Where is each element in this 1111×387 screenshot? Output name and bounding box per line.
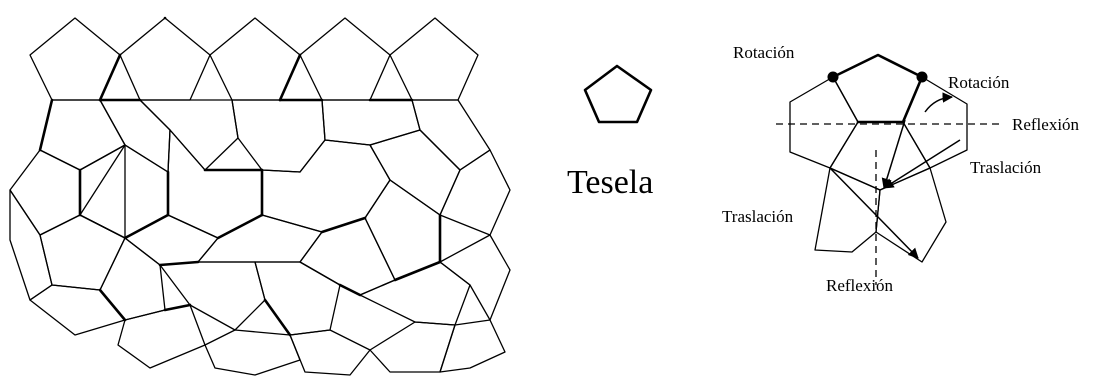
rotation-point-left: [827, 71, 839, 83]
tiling-lower-pentagon: [159, 261, 266, 331]
tiling-bold-edge: [98, 53, 122, 102]
tiling-lower-pentagon: [99, 237, 166, 321]
pentagon-lower-right: [875, 167, 947, 263]
bold-top-edge: [831, 53, 924, 79]
pentagon-tiling: [9, 16, 511, 376]
tiling-middle-pentagon: [99, 99, 171, 173]
tiling-bottom-pentagon: [117, 304, 206, 369]
tiling-bottom-pentagon: [289, 329, 371, 376]
translation-arrow-lower: [829, 167, 919, 259]
tiling-bold-edge: [320, 216, 367, 234]
transformation-diagram: Rotación Rotación Reflexión Traslación T…: [722, 43, 1080, 295]
tiling-middle-pentagon: [9, 149, 81, 236]
tiling-top-pentagon: [389, 17, 479, 101]
translation-arrow-diagonal: [881, 119, 906, 190]
tiling-top-pentagon: [119, 17, 211, 101]
tiling-bold-edge: [98, 288, 127, 322]
single-tile: Tesela: [567, 64, 653, 201]
label-rotacion-top: Rotación: [733, 43, 795, 62]
tiling-lower-pentagon: [39, 214, 126, 291]
tiling-middle-pentagon: [321, 99, 421, 146]
label-traslacion-right: Traslación: [970, 158, 1042, 177]
tiling-bold-edge: [123, 213, 170, 240]
tiling-bold-edge: [216, 213, 264, 240]
tiling-middle-pentagon: [79, 144, 126, 239]
bold-right-edge: [856, 75, 924, 124]
tiling-middle-pentagon: [411, 99, 491, 171]
pentagon-left: [789, 76, 859, 169]
tiling-lower-pentagon: [254, 261, 341, 336]
tiling-bold-edge: [263, 298, 292, 337]
tiling-lower-pentagon: [124, 214, 219, 266]
tiling-lower-pentagon: [9, 189, 53, 301]
tiling-middle-pentagon: [364, 179, 441, 281]
label-reflexion-bottom: Reflexión: [826, 276, 894, 295]
tiling-middle-pentagon: [439, 149, 511, 236]
label-rotacion-right: Rotación: [948, 73, 1010, 92]
tiling-middle-pentagon: [79, 144, 169, 239]
tiling-bold-edges: [38, 16, 442, 337]
tiling-bold-edge: [338, 283, 362, 297]
rotation-point-right: [916, 71, 928, 83]
label-traslacion-left: Traslación: [722, 207, 794, 226]
tiling-bottom-pentagon: [204, 329, 301, 376]
tiling-bottom-pentagon: [29, 284, 126, 336]
diagram-pentagons: [789, 54, 968, 263]
tiling-bold-edge: [163, 303, 192, 312]
tiling-middle-pentagon: [39, 99, 126, 171]
pentagon-lower-left: [814, 167, 881, 253]
tiling-middle-pentagon: [139, 99, 239, 171]
tiling-bold-edge: [38, 98, 54, 152]
translation-arrow-upper: [883, 139, 961, 189]
tiling-lower-pentagon: [439, 234, 511, 321]
pentagon-tile-shape: [583, 64, 653, 124]
tiling-lower-pentagon: [197, 214, 323, 263]
tiling-bold-edge: [393, 260, 442, 282]
tiling-middle-pentagon: [369, 129, 461, 216]
tiling-bold-edge: [158, 260, 200, 267]
tile-caption: Tesela: [567, 164, 653, 201]
tiling-bold-edge: [278, 53, 302, 102]
tiling-bottom-pentagon: [439, 319, 506, 373]
pentagon-middle: [829, 121, 931, 191]
tiling-middle-pentagon: [231, 99, 326, 173]
tiling-top-pentagon: [299, 17, 391, 101]
tiling-middle-pentagon: [261, 139, 391, 233]
rotation-arc-arrow: [924, 92, 954, 113]
label-reflexion-right: Reflexión: [1012, 115, 1080, 134]
tiling-cells: [9, 17, 511, 376]
